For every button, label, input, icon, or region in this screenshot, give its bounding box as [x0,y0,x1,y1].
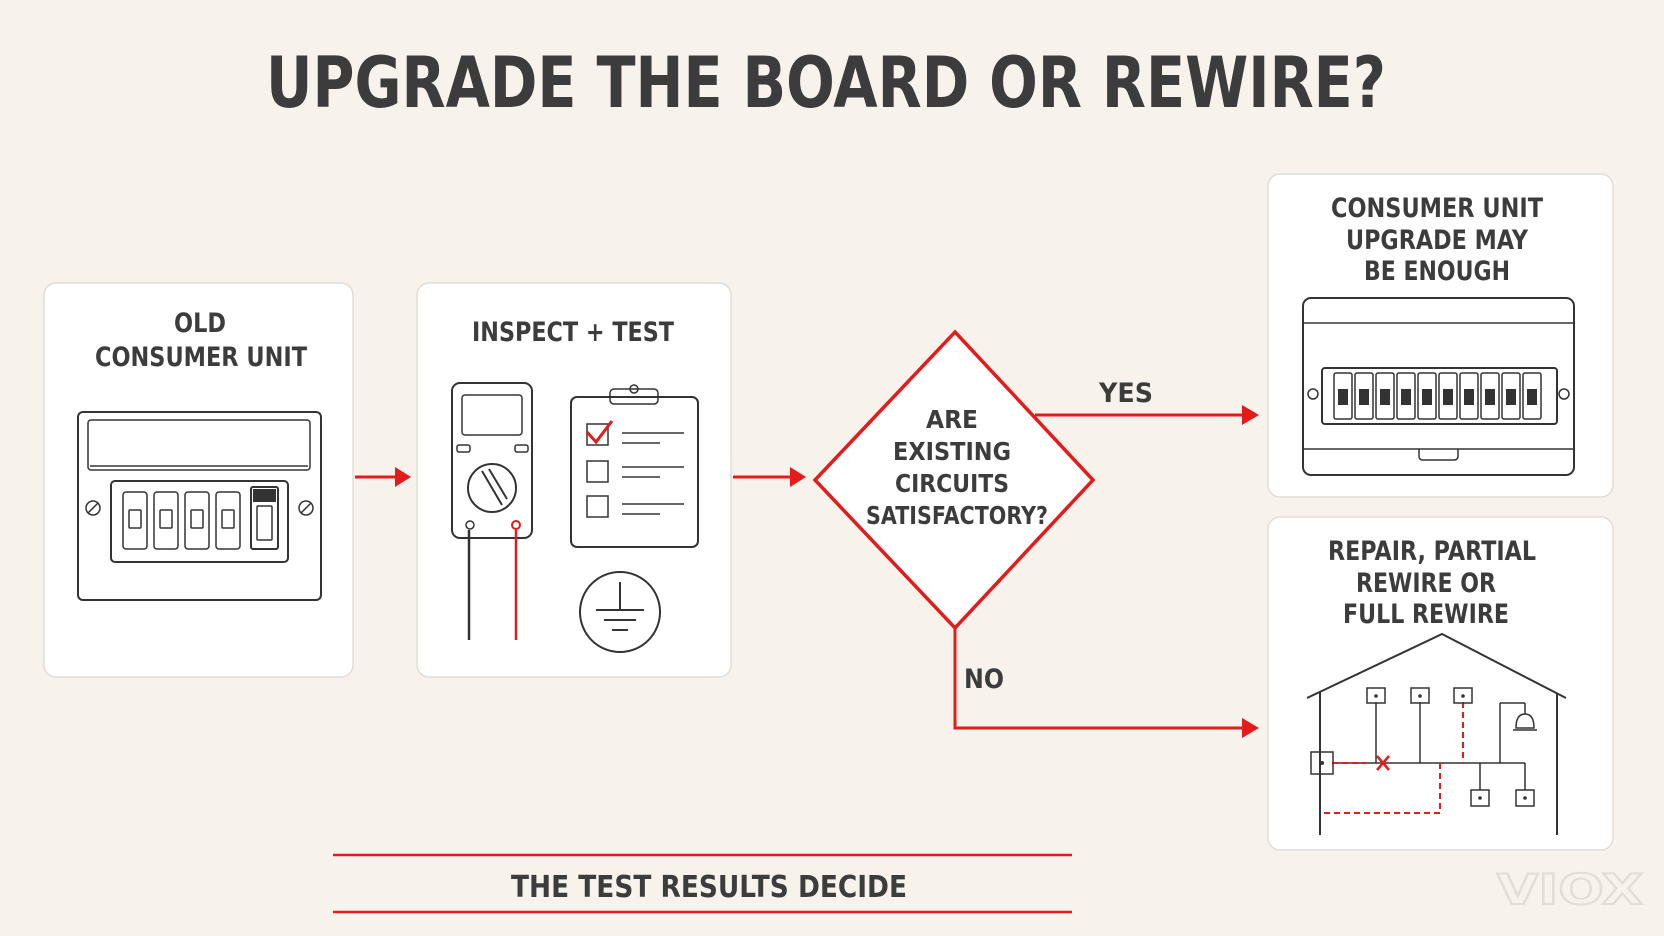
house-wiring-icon [1306,632,1567,835]
old-consumer-unit-icon [77,411,322,601]
upgrade-label-line2: UPGRADE MAY [1346,225,1528,256]
old-consumer-unit-card: OLD CONSUMER UNIT [43,282,354,678]
decision-text-line4: SATISFACTORY? [866,501,1048,530]
checklist-clipboard-icon [570,384,699,548]
rewire-label-line2: REWIRE OR [1356,568,1496,599]
arrow-old-to-inspect [355,467,411,487]
inspect-test-label: INSPECT + TEST [472,317,674,348]
decision-diamond: ARE EXISTING CIRCUITS SATISFACTORY? [812,329,1096,631]
no-label: NO [964,664,1004,695]
decision-text-line2: EXISTING [893,437,1011,466]
new-consumer-unit-icon [1302,297,1575,476]
arrow-inspect-to-decision [733,467,806,487]
rewire-card: REPAIR, PARTIAL REWIRE OR FULL REWIRE [1267,516,1614,851]
upgrade-card: CONSUMER UNIT UPGRADE MAY BE ENOUGH [1267,173,1614,498]
upgrade-label-line1: CONSUMER UNIT [1331,193,1543,224]
multimeter-icon [451,382,533,640]
old-unit-breakers [122,486,279,550]
rewire-label-line1: REPAIR, PARTIAL [1328,536,1536,567]
yes-branch-arrow: YES [1035,378,1259,425]
yes-label: YES [1098,378,1153,409]
inspect-test-card: INSPECT + TEST [416,282,732,678]
decision-text-line1: ARE [926,405,978,434]
no-branch-arrow: NO [953,628,1259,738]
old-unit-label-line1: OLD [174,308,226,339]
breaker-row [1333,372,1542,420]
viox-logo: VIOX [1497,865,1643,914]
earth-ground-icon [579,571,661,653]
footer-text: THE TEST RESULTS DECIDE [511,870,907,905]
decision-text-line3: CIRCUITS [895,469,1009,498]
page-title: UPGRADE THE BOARD OR REWIRE? [266,42,1386,124]
footer-banner: THE TEST RESULTS DECIDE [333,853,1072,914]
upgrade-label-line3: BE ENOUGH [1364,256,1510,287]
old-unit-label-line2: CONSUMER UNIT [95,342,307,373]
rewire-label-line3: FULL REWIRE [1343,599,1509,630]
